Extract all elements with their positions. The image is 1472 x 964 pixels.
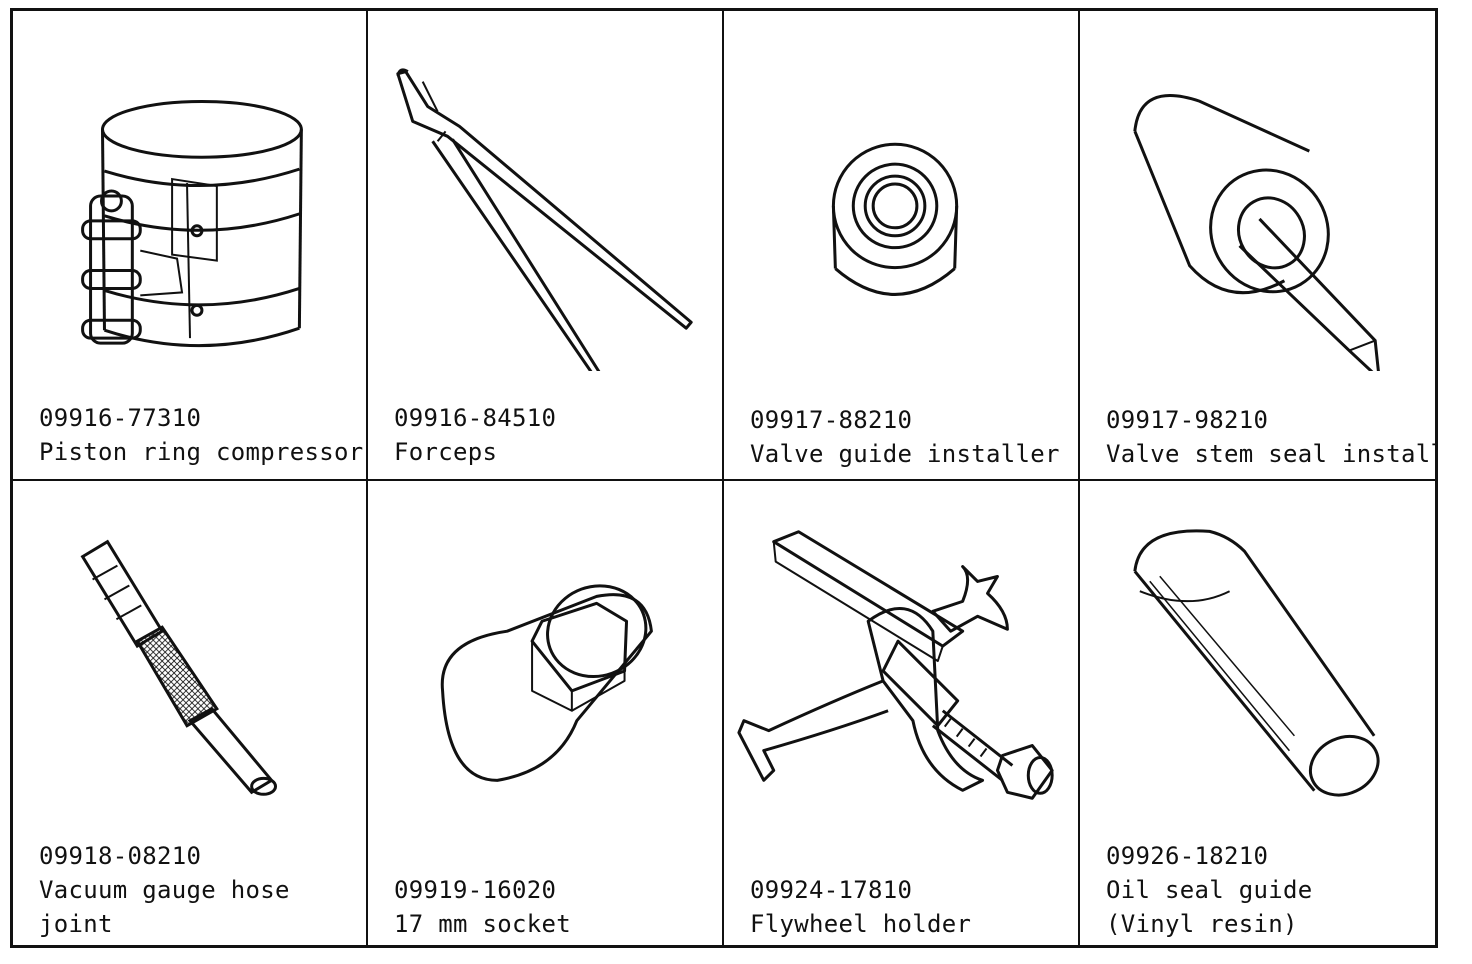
tool-name: Forceps [394,438,498,466]
valve-guide-installer-icon [724,11,1078,371]
tool-cell-17mm-socket: 09919-16020 17 mm socket [368,481,724,945]
tool-label: 09926-18210 Oil seal guide (Vinyl resin) [1106,839,1313,941]
tool-cell-valve-guide-installer: 09917-88210 Valve guide installer [724,11,1080,481]
forceps-icon [368,11,722,371]
tool-name: joint [39,910,113,938]
tool-cell-vacuum-gauge-hose-joint: 09918-08210 Vacuum gauge hose joint [13,481,368,945]
valve-stem-seal-installer-icon [1080,11,1435,371]
tool-label: 09916-77310 Piston ring compressor [39,401,363,469]
part-number: 09926-18210 [1106,842,1269,870]
tool-cell-valve-stem-seal-installer: 09917-98210 Valve stem seal installer [1080,11,1435,481]
tool-cell-forceps: 09916-84510 Forceps [368,11,724,481]
oil-seal-guide-icon [1080,481,1435,851]
part-number: 09918-08210 [39,842,202,870]
tool-name: Flywheel holder [750,910,972,938]
tool-name: Valve stem seal installer [1106,440,1435,468]
part-number: 09917-98210 [1106,406,1269,434]
tool-cell-flywheel-holder: 09924-17810 Flywheel holder [724,481,1080,945]
part-number: 09919-16020 [394,876,557,904]
tool-name: Vacuum gauge hose [39,876,290,904]
tool-name: Valve guide installer [750,440,1060,468]
tool-name: 17 mm socket [394,910,571,938]
tool-label: 09919-16020 17 mm socket [394,873,571,941]
tool-cell-oil-seal-guide: 09926-18210 Oil seal guide (Vinyl resin) [1080,481,1435,945]
tool-name: Piston ring compressor [39,438,364,466]
tool-cell-piston-ring-compressor: 09916-77310 Piston ring compressor [13,11,368,481]
tool-name: Oil seal guide [1106,876,1313,904]
special-tools-table: 09916-77310 Piston ring compressor 09916… [10,8,1438,948]
tool-label: 09917-98210 Valve stem seal installer [1106,403,1435,471]
flywheel-holder-icon [724,481,1078,851]
tool-label: 09917-88210 Valve guide installer [750,403,1060,471]
part-number: 09916-77310 [39,404,202,432]
tool-label: 09916-84510 Forceps [394,401,556,469]
piston-ring-compressor-icon [13,11,366,371]
part-number: 09917-88210 [750,406,913,434]
tool-name: (Vinyl resin) [1106,910,1298,938]
part-number: 09916-84510 [394,404,557,432]
socket-icon [368,481,722,851]
part-number: 09924-17810 [750,876,913,904]
tool-label: 09924-17810 Flywheel holder [750,873,971,941]
tool-label: 09918-08210 Vacuum gauge hose joint [39,839,290,941]
vacuum-gauge-hose-joint-icon [13,481,366,851]
